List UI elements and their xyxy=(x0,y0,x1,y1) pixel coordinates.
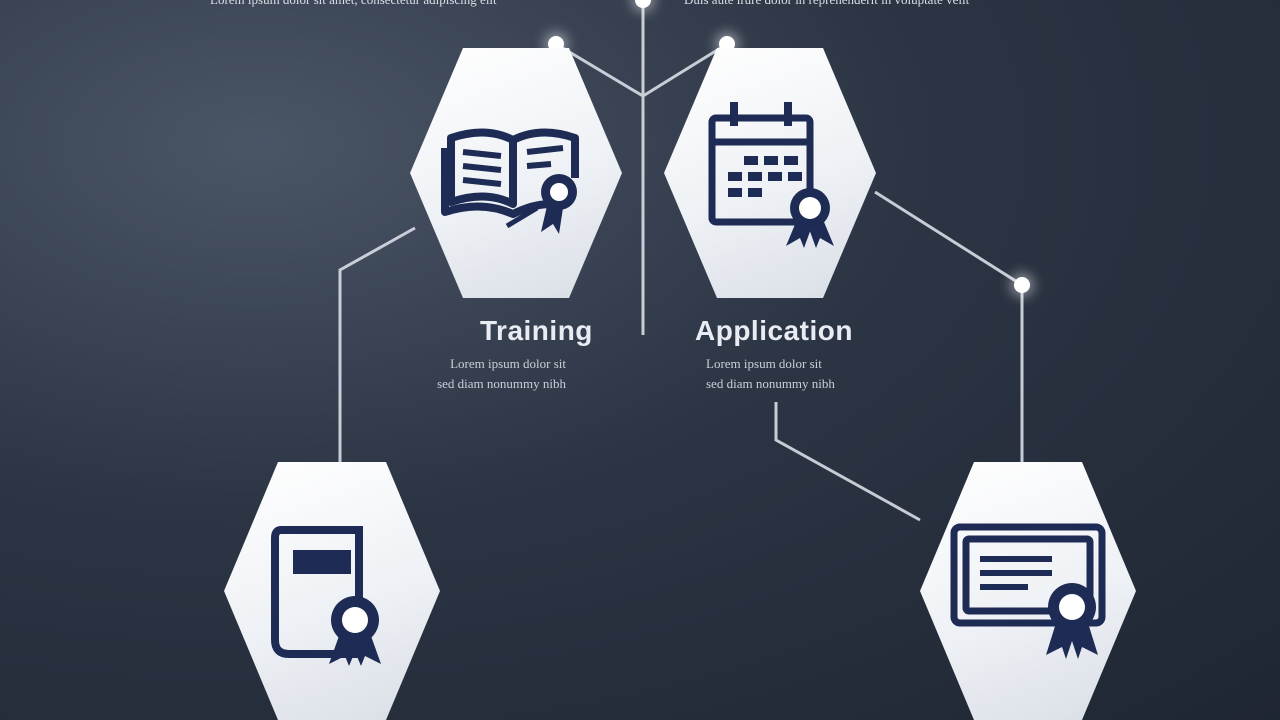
application-label: Application xyxy=(695,315,853,346)
application-desc-line1: Lorem ipsum dolor sit xyxy=(706,356,822,371)
right-connector-line xyxy=(874,190,1024,470)
certificate-ribbon-icon xyxy=(948,521,1108,661)
training-desc-line1: Lorem ipsum dolor sit xyxy=(450,356,566,371)
application-description: Lorem ipsum dolor sit sed diam nonummy n… xyxy=(706,354,876,394)
inner-right-connector-line xyxy=(774,402,921,522)
top-fork-line xyxy=(555,42,728,98)
certificate-hexagon[interactable] xyxy=(920,462,1136,720)
top-right-caption: Duis aute irure dolor in reprehenderit i… xyxy=(684,0,969,8)
calendar-ribbon-icon xyxy=(700,98,840,248)
application-desc-line2: sed diam nonummy nibh xyxy=(706,376,835,391)
top-left-caption: Lorem ipsum dolor sit amet, consectetur … xyxy=(210,0,497,8)
book-ribbon-icon xyxy=(267,516,397,666)
training-desc-line2: sed diam nonummy nibh xyxy=(437,376,566,391)
training-description: Lorem ipsum dolor sit sed diam nonummy n… xyxy=(406,354,566,394)
node-dot xyxy=(635,0,651,8)
book-hexagon[interactable] xyxy=(224,462,440,720)
left-connector-line xyxy=(338,226,416,468)
book-certificate-icon xyxy=(441,108,591,238)
training-label: Training xyxy=(480,315,593,346)
node-dot xyxy=(1014,277,1030,293)
